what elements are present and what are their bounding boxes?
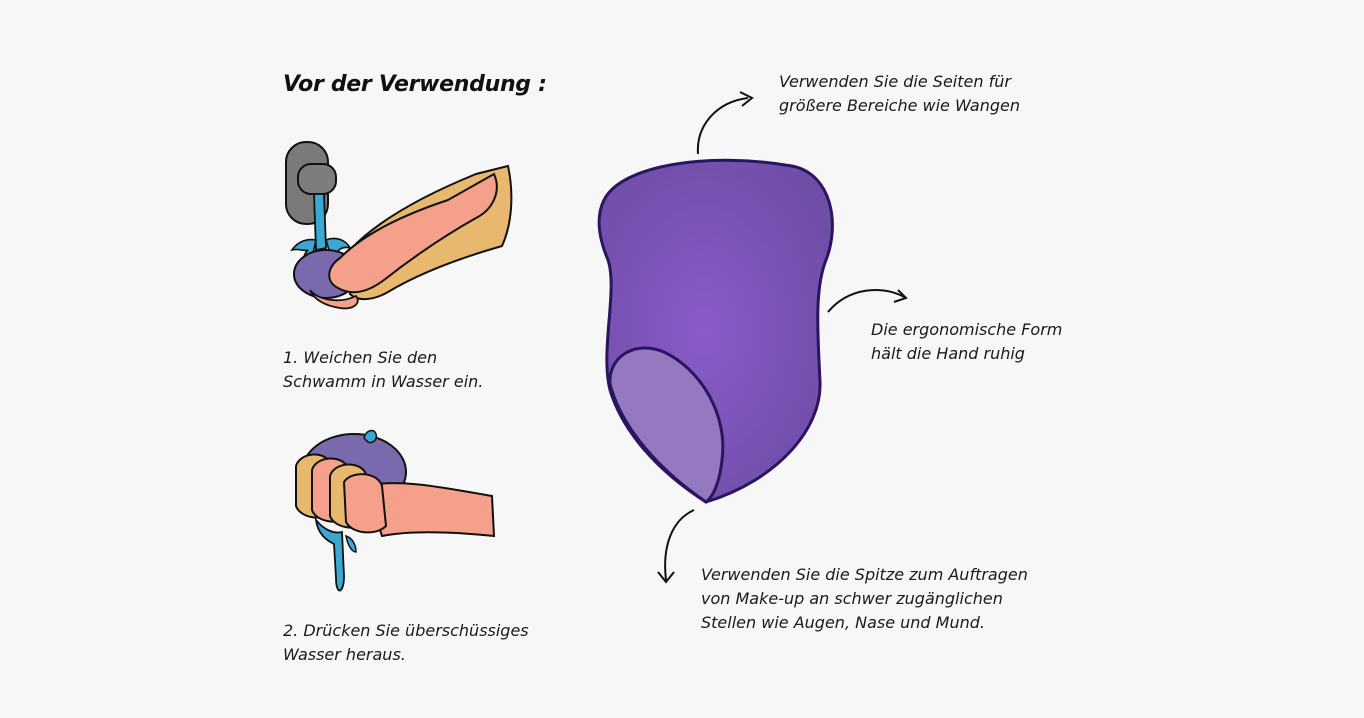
water-stream-icon [313,193,327,252]
hand-skin [328,172,498,294]
callout-tip-line-1: Verwenden Sie die Spitze zum Auftragen [701,565,1028,584]
arrow-to-sides [696,91,754,155]
arrow-head [893,289,908,303]
water-drip-bottom [314,516,345,592]
water-drip-side [345,534,357,553]
makeup-sponge-illustration [597,158,834,504]
curved-arrow-icon [664,509,695,581]
sponge-tip-facet [608,346,725,504]
curved-arrow-icon [696,97,749,155]
callout-shape-line-1: Die ergonomische Form [871,320,1063,339]
arrow-to-tip [657,509,695,584]
arrow-to-shape [827,288,908,313]
step-2-instruction: 2. Drücken Sie überschüssiges Wasser her… [283,619,529,667]
step-1-line-1: 1. Weichen Sie den [283,348,438,367]
finger [309,289,359,310]
page-title: Vor der Verwendung : [283,72,547,97]
squeeze-sponge-illustration [295,429,496,592]
callout-tip-line-2: von Make-up an schwer zugänglichen [701,589,1003,608]
arrow-head [739,91,754,107]
water-drip-top [363,429,378,444]
callout-sides-line-2: größere Bereiche wie Wangen [779,96,1020,115]
arm-skin [364,482,496,538]
fist-thumb [342,473,388,534]
callout-tip-line-3: Stellen wie Augen, Nase und Mund. [701,613,985,632]
callout-shape: Die ergonomische Form hält die Hand ruhi… [871,318,1062,366]
step-2-line-2: Wasser heraus. [283,645,406,664]
step-2-line-1: 2. Drücken Sie überschüssiges [283,621,529,640]
callout-shape-line-2: hält die Hand ruhig [871,344,1025,363]
callout-sides: Verwenden Sie die Seiten für größere Ber… [779,70,1020,118]
step-1-line-2: Schwamm in Wasser ein. [283,372,484,391]
callout-sides-line-1: Verwenden Sie die Seiten für [779,72,1011,91]
curved-arrow-icon [827,288,907,313]
step-1-instruction: 1. Weichen Sie den Schwamm in Wasser ein… [283,346,483,394]
soak-sponge-illustration [285,141,513,310]
arrow-head [657,571,675,584]
callout-tip: Verwenden Sie die Spitze zum Auftragen v… [701,563,1028,635]
faucet-spout [297,163,337,195]
